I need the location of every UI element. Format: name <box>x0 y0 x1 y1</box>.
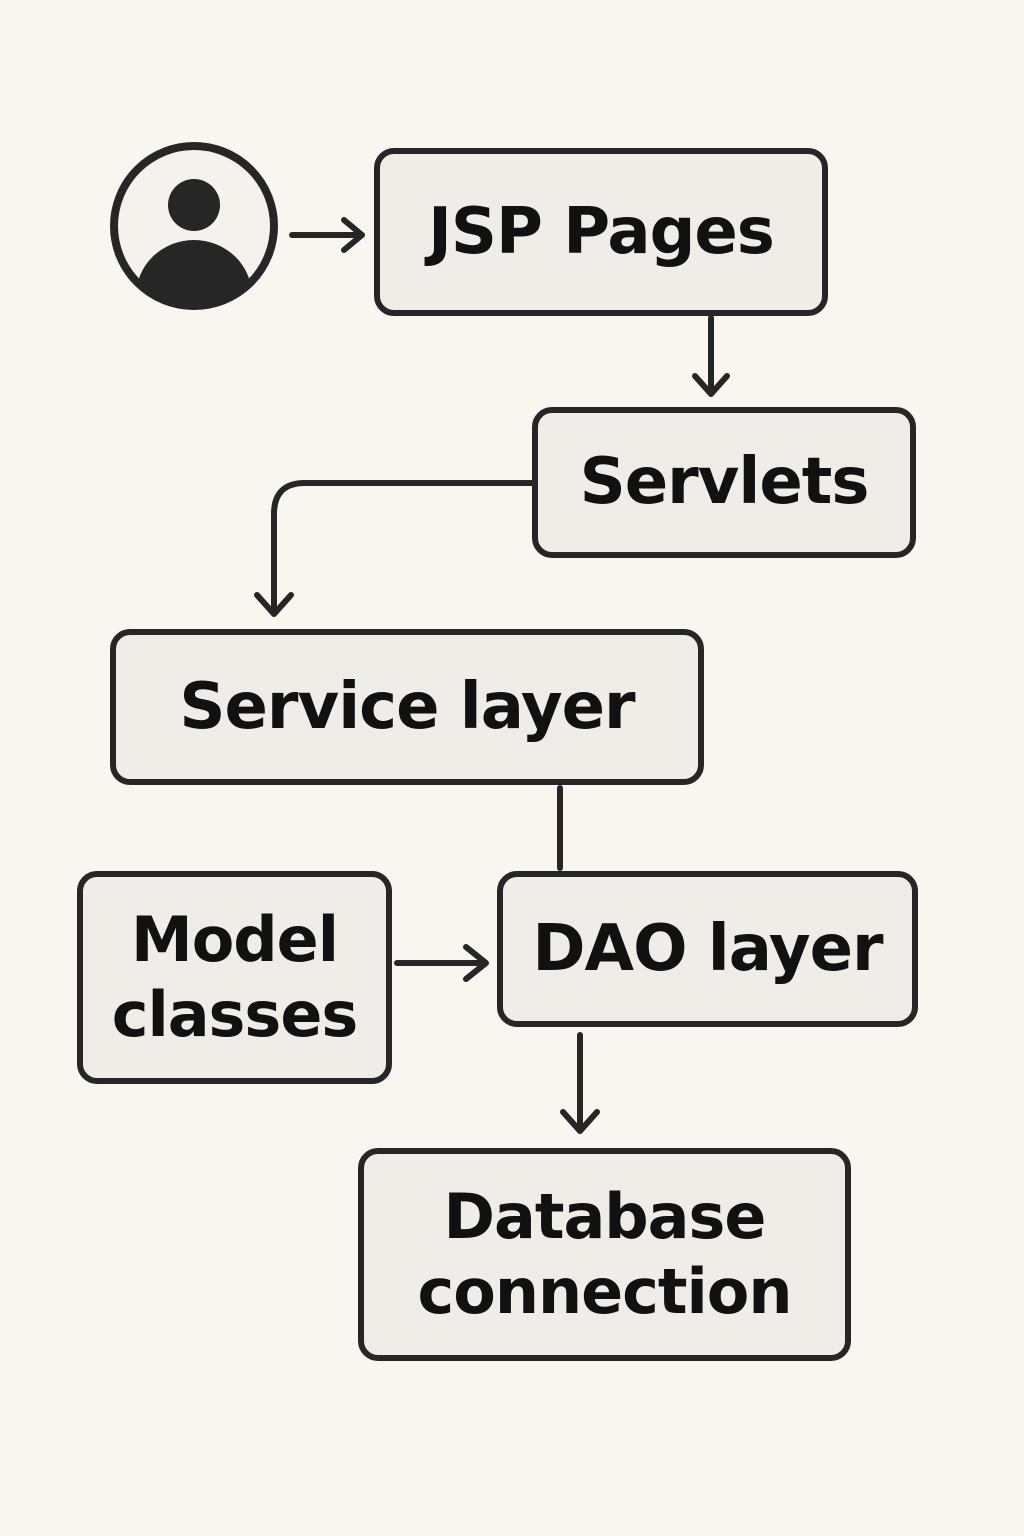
edge-actor-to-jsp <box>289 217 365 253</box>
dao-layer-label: DAO layer <box>532 911 883 986</box>
edge-dao-to-db <box>560 1032 600 1134</box>
model-classes-box: Model classes <box>77 871 392 1084</box>
jsp-pages-label: JSP Pages <box>428 194 775 269</box>
database-connection-label-line-1: Database <box>443 1180 767 1254</box>
dao-layer-box: DAO layer <box>497 871 918 1027</box>
service-layer-label: Service layer <box>179 669 635 744</box>
edge-jsp-to-servlets <box>692 315 730 397</box>
servlets-box: Servlets <box>532 407 916 558</box>
model-classes-label-line-2: classes <box>111 977 359 1051</box>
jsp-pages-box: JSP Pages <box>374 148 828 316</box>
service-layer-box: Service layer <box>110 629 704 785</box>
database-connection-label-line-2: connection <box>417 1254 792 1328</box>
servlets-label: Servlets <box>579 445 870 520</box>
edge-servlets-to-service <box>254 480 535 617</box>
database-connection-box: Database connection <box>358 1148 851 1361</box>
edge-model-to-dao <box>394 944 489 982</box>
model-classes-label-line-1: Model <box>131 903 339 977</box>
user-avatar-icon <box>110 142 278 310</box>
